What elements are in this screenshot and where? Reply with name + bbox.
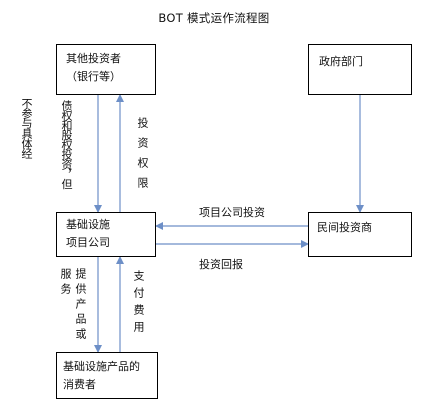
label-pay-fees: 支付费用 — [132, 270, 145, 338]
node-government-label: 政府部门 — [319, 55, 363, 68]
node-consumers: 基础设施产品的 消费者 — [56, 352, 158, 399]
label-side-note: 不参与具体经 — [20, 98, 33, 158]
node-other-investors: 其他投资者 （银行等） — [56, 44, 156, 95]
diagram-title: BOT 模式运作流程图 — [158, 11, 270, 25]
node-project-company: 基础设施 项目公司 — [56, 212, 156, 257]
node-consumers-line1: 基础设施产品的 — [63, 360, 140, 373]
node-government: 政府部门 — [308, 44, 412, 95]
node-other-investors-line2: （银行等） — [66, 70, 121, 83]
node-private-investor-label: 民间投资商 — [317, 221, 372, 234]
node-project-company-line1: 基础设施 — [66, 218, 110, 231]
node-other-investors-line1: 其他投资者 — [66, 52, 121, 65]
label-debt-equity: 债权和股权投资，但 — [60, 100, 73, 189]
node-consumers-line2: 消费者 — [63, 378, 96, 391]
label-company-investment: 项目公司投资 — [199, 206, 265, 219]
label-investment-rights: 投资权限 — [136, 117, 149, 197]
node-private-investor: 民间投资商 — [308, 212, 412, 257]
label-investment-return: 投资回报 — [199, 258, 243, 271]
node-project-company-line2: 项目公司 — [66, 236, 110, 249]
label-provide-products: 提供产品或服务 — [59, 268, 87, 343]
